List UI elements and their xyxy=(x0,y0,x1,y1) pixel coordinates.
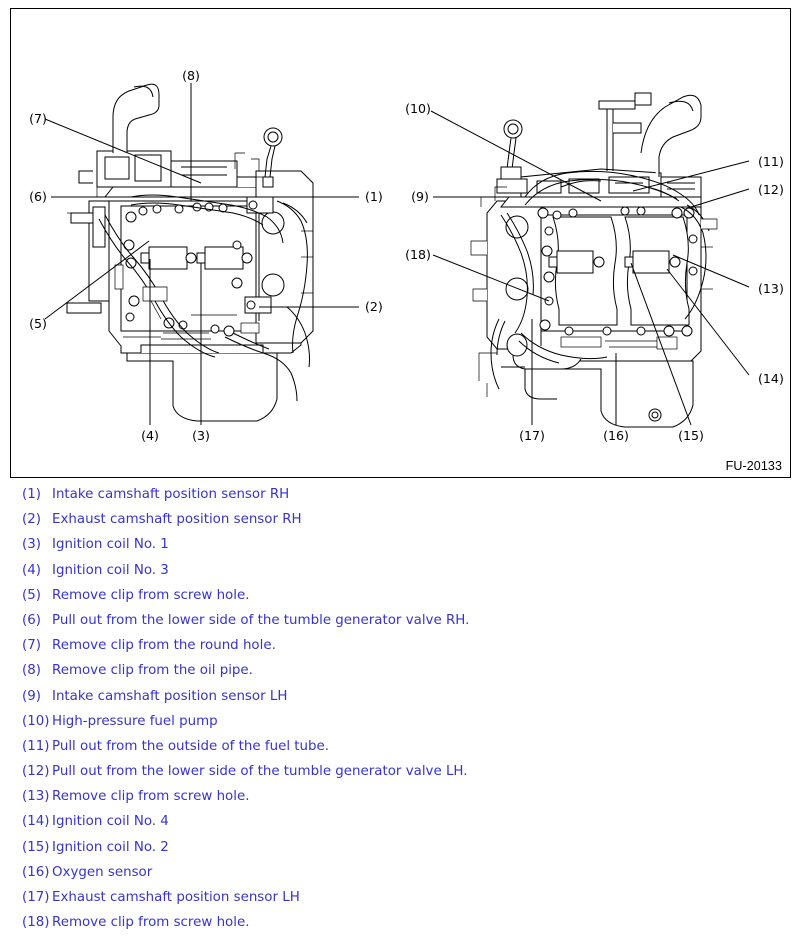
legend-label: Oxygen sensor xyxy=(52,864,153,880)
callout-1: (1) xyxy=(365,189,383,204)
callout-15: (15) xyxy=(678,428,704,443)
legend-label: Remove clip from screw hole. xyxy=(52,587,250,603)
legend-label: Pull out from the outside of the fuel tu… xyxy=(52,738,330,754)
callout-8: (8) xyxy=(182,68,200,83)
list-item: (2) Exhaust camshaft position sensor RH xyxy=(10,512,791,537)
callout-9: (9) xyxy=(411,189,429,204)
list-item: (5) Remove clip from screw hole. xyxy=(10,588,791,613)
list-item: (7) Remove clip from the round hole. xyxy=(10,638,791,663)
legend-label: Intake camshaft position sensor RH xyxy=(52,487,290,502)
legend-label: Ignition coil No. 3 xyxy=(52,562,169,578)
callout-17: (17) xyxy=(519,428,545,443)
list-item: (10) High-pressure fuel pump xyxy=(10,714,791,739)
legend-label: Pull out from the lower side of the tumb… xyxy=(52,612,470,628)
callout-4: (4) xyxy=(141,428,159,443)
legend-number: (14) xyxy=(22,814,50,830)
legend-label: Exhaust camshaft position sensor RH xyxy=(52,512,302,528)
legend-number: (1) xyxy=(22,487,41,502)
callout-6: (6) xyxy=(29,189,47,204)
list-item: (13) Remove clip from screw hole. xyxy=(10,789,791,814)
legend-number: (9) xyxy=(22,688,41,704)
list-item: (9) Intake camshaft position sensor LH xyxy=(10,689,791,714)
callout-11: (11) xyxy=(758,154,784,169)
list-item: (16) Oxygen sensor xyxy=(10,865,791,890)
list-item: (8) Remove clip from the oil pipe. xyxy=(10,663,791,688)
left-engine-drawing xyxy=(44,83,359,425)
legend-label: Ignition coil No. 2 xyxy=(52,839,169,855)
legend-number: (6) xyxy=(22,612,41,628)
legend-label: Remove clip from the round hole. xyxy=(52,638,276,654)
legend-number: (11) xyxy=(22,738,50,754)
legend-label: High-pressure fuel pump xyxy=(52,713,218,729)
legend-label: Ignition coil No. 4 xyxy=(52,814,169,830)
legend-number: (4) xyxy=(22,562,41,578)
list-item: (1) Intake camshaft position sensor RH xyxy=(10,487,791,512)
legend-label: Intake camshaft position sensor LH xyxy=(52,688,288,704)
list-item: (14) Ignition coil No. 4 xyxy=(10,814,791,839)
figure-frame: (7) (8) (6) (5) (1) (2) (4) (3) (10) (9)… xyxy=(10,8,791,478)
callout-5: (5) xyxy=(29,316,47,331)
list-item: (3) Ignition coil No. 1 xyxy=(10,537,791,562)
callout-2: (2) xyxy=(365,299,383,314)
callout-labels: (7) (8) (6) (5) (1) (2) (4) (3) (10) (9)… xyxy=(29,68,784,443)
left-diagram-leader-lines xyxy=(44,83,359,425)
legend-number: (15) xyxy=(22,839,50,855)
legend-label: Ignition coil No. 1 xyxy=(52,537,169,553)
legend-number: (18) xyxy=(22,915,50,931)
callout-14: (14) xyxy=(758,371,784,386)
legend-list: (1) Intake camshaft position sensor RH (… xyxy=(10,487,791,940)
figure-code-label: FU-20133 xyxy=(725,459,782,473)
right-engine-drawing xyxy=(430,92,750,428)
legend-number: (2) xyxy=(22,512,41,528)
legend-label: Exhaust camshaft position sensor LH xyxy=(52,890,300,905)
legend-number: (5) xyxy=(22,587,41,603)
legend-number: (3) xyxy=(22,537,41,553)
legend-label: Pull out from the lower side of the tumb… xyxy=(52,764,468,780)
callout-16: (16) xyxy=(603,428,629,443)
list-item: (12) Pull out from the lower side of the… xyxy=(10,764,791,789)
legend-number: (10) xyxy=(22,713,50,729)
list-item: (6) Pull out from the lower side of the … xyxy=(10,613,791,638)
legend-number: (13) xyxy=(22,789,50,805)
legend-label: Remove clip from screw hole. xyxy=(52,915,250,931)
legend-label: Remove clip from screw hole. xyxy=(52,789,250,805)
legend-number: (12) xyxy=(22,764,50,780)
list-item: (15) Ignition coil No. 2 xyxy=(10,840,791,865)
legend-label: Remove clip from the oil pipe. xyxy=(52,663,253,679)
callout-3: (3) xyxy=(192,428,210,443)
callout-12: (12) xyxy=(758,182,784,197)
legend-number: (8) xyxy=(22,663,41,679)
figure-illustration-stage: (7) (8) (6) (5) (1) (2) (4) (3) (10) (9)… xyxy=(11,9,790,477)
legend-number: (17) xyxy=(22,890,50,905)
list-item: (4) Ignition coil No. 3 xyxy=(10,563,791,588)
list-item: (18) Remove clip from screw hole. xyxy=(10,915,791,940)
callout-13: (13) xyxy=(758,281,784,296)
list-item: (11) Pull out from the outside of the fu… xyxy=(10,739,791,764)
legend-number: (16) xyxy=(22,864,50,880)
legend-number: (7) xyxy=(22,638,41,654)
list-item: (17) Exhaust camshaft position sensor LH xyxy=(10,890,791,915)
right-diagram-leader-lines xyxy=(430,110,750,426)
callout-10: (10) xyxy=(405,101,431,116)
callout-18: (18) xyxy=(405,247,431,262)
callout-7: (7) xyxy=(29,111,47,126)
